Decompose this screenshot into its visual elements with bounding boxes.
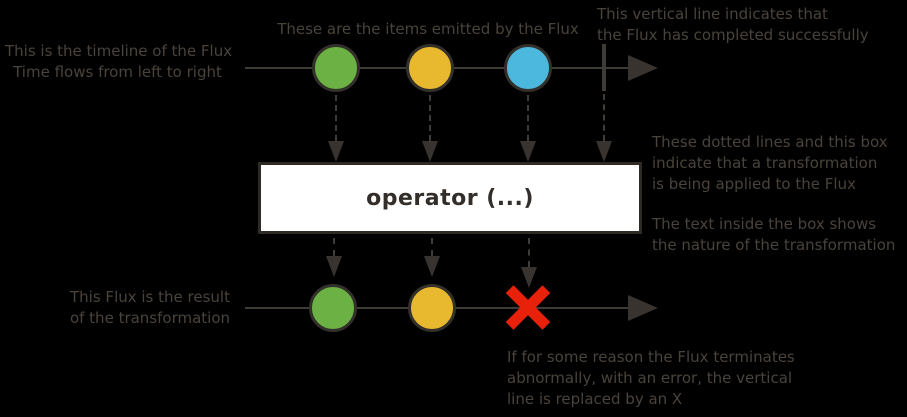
- error-x-icon: [505, 285, 551, 330]
- dashed-connector: [528, 238, 530, 267]
- annotation-line: This is the timeline of the Flux: [5, 42, 233, 60]
- annotation-line: of the transformation: [69, 309, 231, 327]
- annotation-line: is being applied to the Flux: [652, 175, 856, 193]
- annotation-line: indicate that a transformation: [652, 154, 878, 172]
- dashed-connector: [603, 94, 605, 141]
- operator-label: operator (...): [366, 185, 534, 211]
- annotation-complete: This vertical line indicates that the Fl…: [597, 4, 869, 46]
- annotation-line: This Flux is the result: [70, 288, 230, 306]
- annotation-items: These are the items emitted by the Flux: [263, 19, 593, 40]
- annotation-line: The text inside the box shows: [652, 215, 877, 233]
- annotation-line: If for some reason the Flux terminates: [507, 348, 795, 366]
- dashed-connector: [429, 95, 431, 141]
- down-arrowhead-icon: [422, 141, 438, 162]
- dashed-connector: [333, 238, 335, 256]
- dashed-connector: [431, 238, 433, 256]
- down-arrowhead-icon: [424, 256, 440, 277]
- operator-box: operator (...): [258, 162, 642, 234]
- annotation-line: abnormally, with an error, the vertical: [507, 369, 793, 387]
- marble-yellow: [406, 44, 454, 92]
- annotation-transform: These dotted lines and this box indicate…: [652, 132, 888, 195]
- down-arrowhead-icon: [520, 141, 536, 162]
- annotation-line: the nature of the transformation: [652, 236, 896, 254]
- annotation-line: These are the items emitted by the Flux: [277, 20, 579, 38]
- annotation-timeline: This is the timeline of the Flux Time fl…: [5, 41, 233, 83]
- annotation-line: This vertical line indicates that: [597, 5, 828, 23]
- timeline-arrowhead-icon: [628, 55, 658, 81]
- marble-green: [312, 44, 360, 92]
- down-arrowhead-icon: [521, 267, 537, 288]
- annotation-result: This Flux is the result of the transform…: [55, 287, 245, 329]
- annotation-error: If for some reason the Flux terminates a…: [507, 347, 795, 410]
- annotation-line: Time flows from left to right: [13, 63, 222, 81]
- annotation-line: line is replaced by an X: [507, 390, 683, 408]
- down-arrowhead-icon: [596, 141, 612, 162]
- annotation-line: These dotted lines and this box: [652, 133, 888, 151]
- marble-blue: [504, 44, 552, 92]
- annotation-line: the Flux has completed successfully: [597, 26, 869, 44]
- complete-marker: [602, 44, 606, 91]
- dashed-connector: [527, 95, 529, 141]
- marble-yellow: [408, 284, 456, 332]
- annotation-box-text: The text inside the box shows the nature…: [652, 214, 895, 256]
- down-arrowhead-icon: [326, 256, 342, 277]
- timeline-arrowhead-icon: [628, 295, 658, 321]
- marble-green: [309, 284, 357, 332]
- dashed-connector: [335, 95, 337, 141]
- down-arrowhead-icon: [328, 141, 344, 162]
